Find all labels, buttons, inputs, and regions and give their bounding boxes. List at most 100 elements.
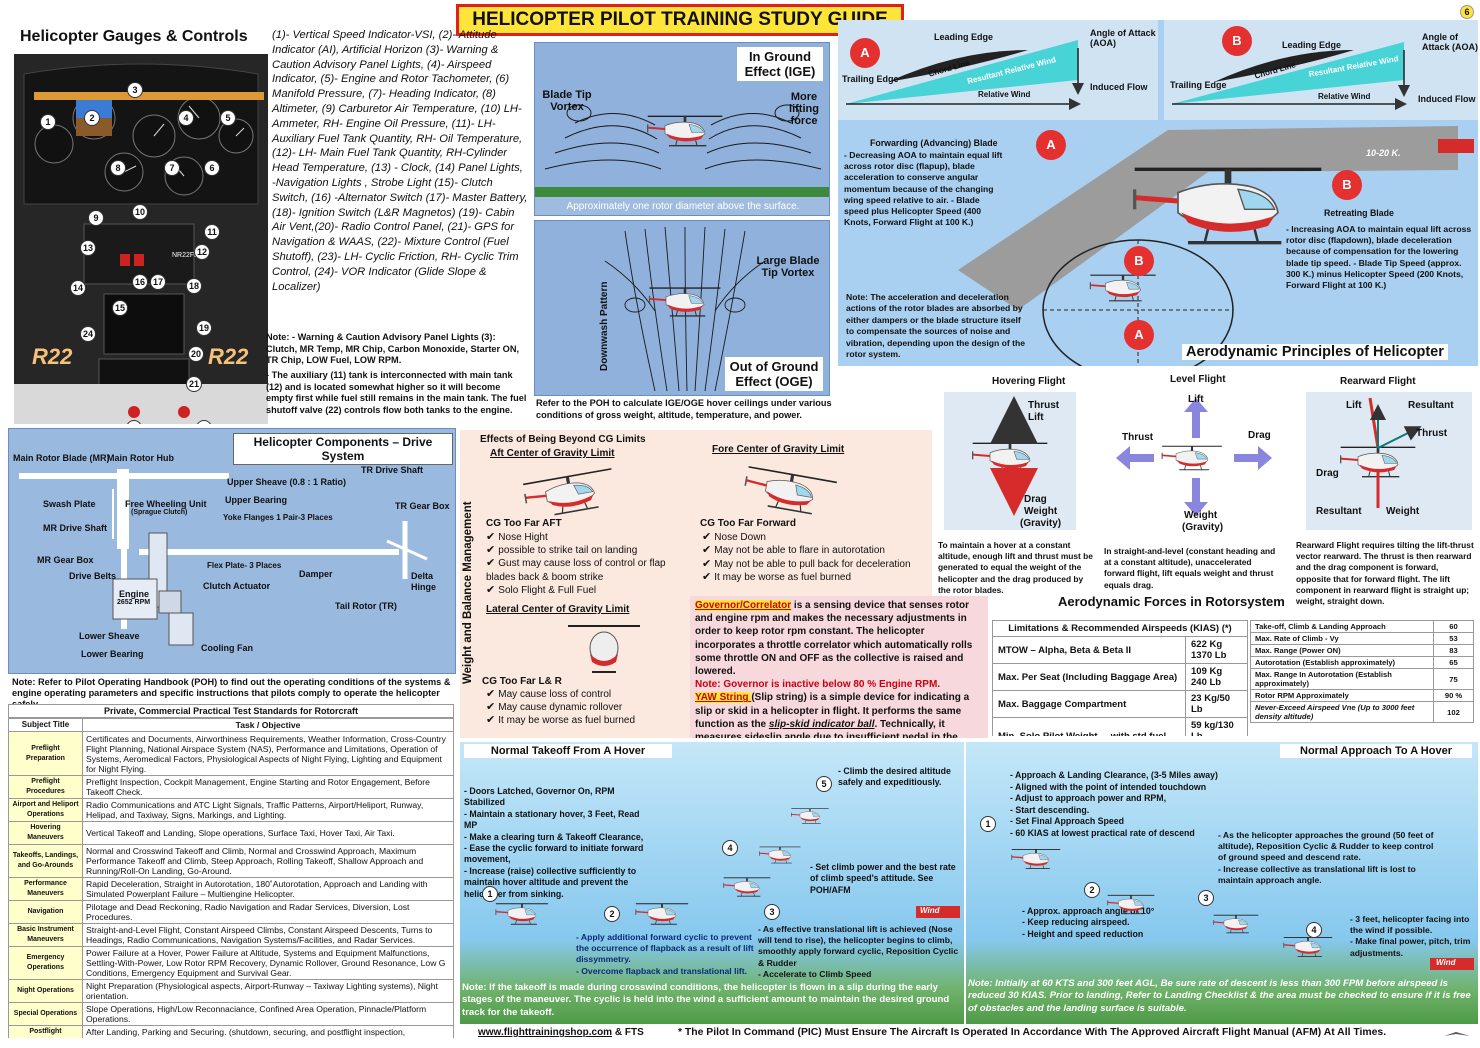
table-row: Postflight ProceduresAfter Landing, Park… bbox=[8, 1025, 454, 1038]
fore-cg-subtitle: CG Too Far Forward bbox=[700, 518, 796, 529]
takeoff-wind-label: Wind bbox=[920, 906, 940, 915]
hover-weight-label: Weight bbox=[1024, 506, 1058, 517]
gauge-callout-9: 9 bbox=[88, 210, 104, 226]
hover-thrust-label: Thrust bbox=[1028, 400, 1060, 411]
pts-subject: Special Operations bbox=[8, 1002, 83, 1026]
aero-forces-heading: Aerodynamic Forces in Rotorsystem bbox=[1058, 594, 1285, 609]
takeoff-step-3-marker: 3 bbox=[764, 904, 780, 920]
rear-thrust-label: Thrust bbox=[1416, 428, 1448, 439]
gauge-callout-14: 14 bbox=[70, 280, 86, 296]
gauges-note-aux-tank: - The auxiliary (11) tank is interconnec… bbox=[266, 370, 527, 415]
drive-label-upper-bearing: Upper Bearing bbox=[225, 495, 288, 505]
pts-task: Vertical Takeoff and Landing, Slope oper… bbox=[82, 821, 454, 845]
takeoff-step2-text: - Apply additional forward cyclic to pre… bbox=[576, 932, 754, 976]
approach-step2-text: - Approx. approach angle of 10° - Keep r… bbox=[1022, 906, 1155, 939]
aero-trailing-edge-b: Trailing Edge bbox=[1170, 80, 1227, 90]
gauge-callout-20: 20 bbox=[188, 346, 204, 362]
gauge-callout-17: 17 bbox=[150, 274, 166, 290]
rear-drag-label: Drag bbox=[1316, 468, 1339, 479]
gauge-callout-7: 7 bbox=[164, 160, 180, 176]
level-thrust-label: Thrust bbox=[1122, 432, 1154, 443]
drive-label-engine: Engine bbox=[119, 589, 150, 599]
gauges-list: (1)- Vertical Speed Indicator-VSI, (2)- … bbox=[272, 29, 528, 293]
gauge-callout-19: 19 bbox=[196, 320, 212, 336]
aero-leading-edge-b: Leading Edge bbox=[1282, 40, 1342, 50]
pts-subject: Airport and Heliport Operations bbox=[8, 798, 83, 822]
drive-system-title: Helicopter Components – Drive System bbox=[233, 433, 453, 465]
retreating-blade-text: - Increasing AOA to maintain equal lift … bbox=[1286, 224, 1472, 291]
list-item: ✔ Gust may cause loss of control or flap… bbox=[486, 557, 666, 583]
gauge-callout-12: 12 bbox=[194, 244, 210, 260]
rear-resultant-label: Resultant bbox=[1408, 400, 1454, 411]
aft-cg-list: ✔ Nose Hight ✔ possible to strike tail o… bbox=[486, 531, 686, 597]
oge-downwash-pattern: Downwash Pattern bbox=[599, 281, 610, 371]
approach-step4-text: - 3 feet, helicopter facing into the win… bbox=[1350, 914, 1471, 958]
oge-large-blade-tip-vortex: Large Blade Tip Vortex bbox=[756, 255, 820, 279]
table-row: Max. Range In Autorotation (Establish ap… bbox=[1250, 668, 1474, 690]
lateral-cg-title: Lateral Center of Gravity Limit bbox=[486, 604, 630, 615]
governor-term: Governor/Correlator bbox=[695, 600, 792, 611]
drive-label-lower-bearing: Lower Bearing bbox=[81, 649, 144, 659]
approach-step-4-marker: 4 bbox=[1306, 922, 1322, 938]
ige-more-lifting-force: More lifting force bbox=[789, 91, 819, 127]
drive-label-free-wheeling: Free Wheeling Unit bbox=[125, 499, 207, 509]
gauges-panel: Helicopter Gauges & Controls R22 R22 NR2… bbox=[8, 24, 530, 424]
pts-task: Slope Operations, High/Low Reconnaciance… bbox=[82, 1002, 454, 1026]
takeoff-panel: Normal Takeoff From A Hover - Doors Latc… bbox=[460, 742, 964, 1024]
approach-note: Note: Initially at 60 KTS and 300 feet A… bbox=[968, 978, 1471, 1014]
pts-col-subject: Subject Title bbox=[8, 718, 83, 732]
hover-drag-label: Drag bbox=[1024, 494, 1047, 505]
rearward-flight-text: Rearward Flight requires tilting the lif… bbox=[1296, 540, 1474, 607]
drive-label-flex-plate: Flex Plate- 3 Places bbox=[207, 561, 282, 570]
pts-task: Certificates and Documents, Airworthines… bbox=[82, 731, 454, 776]
list-item: ✔ May cause dynamic rollover bbox=[486, 701, 623, 714]
drive-label-lower-sheave: Lower Sheave bbox=[79, 631, 140, 641]
aero-induced-flow-a: Induced Flow bbox=[1090, 82, 1148, 92]
footer-pic-note: * The Pilot In Command (PIC) Must Ensure… bbox=[678, 1027, 1387, 1038]
hover-gravity-label: (Gravity) bbox=[1020, 518, 1062, 529]
hover-lift-label: Lift bbox=[1028, 412, 1044, 423]
gauge-callout-8: 8 bbox=[110, 160, 126, 176]
level-lift-label: Lift bbox=[1188, 394, 1204, 405]
list-item: ✔ It may be worse as fuel burned bbox=[702, 571, 852, 584]
aero-relative-wind-a: Relative Wind bbox=[978, 90, 1031, 99]
rear-weight-label: Weight bbox=[1386, 506, 1420, 517]
marker-b-top: B bbox=[1222, 26, 1252, 56]
fore-cg-helicopter bbox=[741, 465, 839, 518]
hovering-flight-title: Hovering Flight bbox=[992, 376, 1066, 387]
governor-panel: Governor/Correlator is a sensing device … bbox=[690, 596, 988, 738]
pts-subject: Basic Instrument Maneuvers bbox=[8, 923, 83, 947]
rear-resultant-bottom-label: Resultant bbox=[1316, 506, 1362, 517]
aero-leading-edge-a: Leading Edge bbox=[934, 32, 994, 42]
gauge-callout-21: 21 bbox=[186, 376, 202, 392]
registration-label: NR22FL bbox=[172, 252, 199, 259]
gauge-callout-1: 1 bbox=[40, 114, 56, 130]
aft-cg-subtitle: CG Too Far AFT bbox=[486, 518, 562, 529]
marker-a-disc: A bbox=[1124, 320, 1154, 350]
list-item: ✔ May not be able to pull back for decel… bbox=[702, 557, 911, 570]
approach-step-2-marker: 2 bbox=[1084, 882, 1100, 898]
level-weight-label: Weight bbox=[1184, 510, 1218, 521]
cg-side-title: Weight and Balance Management bbox=[462, 501, 474, 684]
website-link[interactable]: www.flighttrainingshop.com bbox=[478, 1027, 613, 1038]
yaw-string-text: (Slip string) is a simple device for ind… bbox=[695, 692, 970, 730]
pts-subject: Postflight Procedures bbox=[8, 1025, 83, 1038]
marker-a-top: A bbox=[850, 38, 880, 68]
table-row: Max. Range (Power ON)83 bbox=[1250, 644, 1474, 657]
takeoff-step-1-marker: 1 bbox=[482, 886, 498, 902]
drive-label-mr-gearbox: MR Gear Box bbox=[37, 555, 94, 565]
fore-cg-list: ✔ Nose Down ✔ May not be able to flare i… bbox=[702, 531, 932, 585]
advancing-blade-title: Forwarding (Advancing) Blade bbox=[870, 138, 998, 148]
gauge-callout-6: 6 bbox=[204, 160, 220, 176]
pts-task: Normal and Crosswind Takeoff and Climb, … bbox=[82, 844, 454, 878]
limitations-title: Limitations & Recommended Airspeeds (KIA… bbox=[992, 620, 1248, 637]
